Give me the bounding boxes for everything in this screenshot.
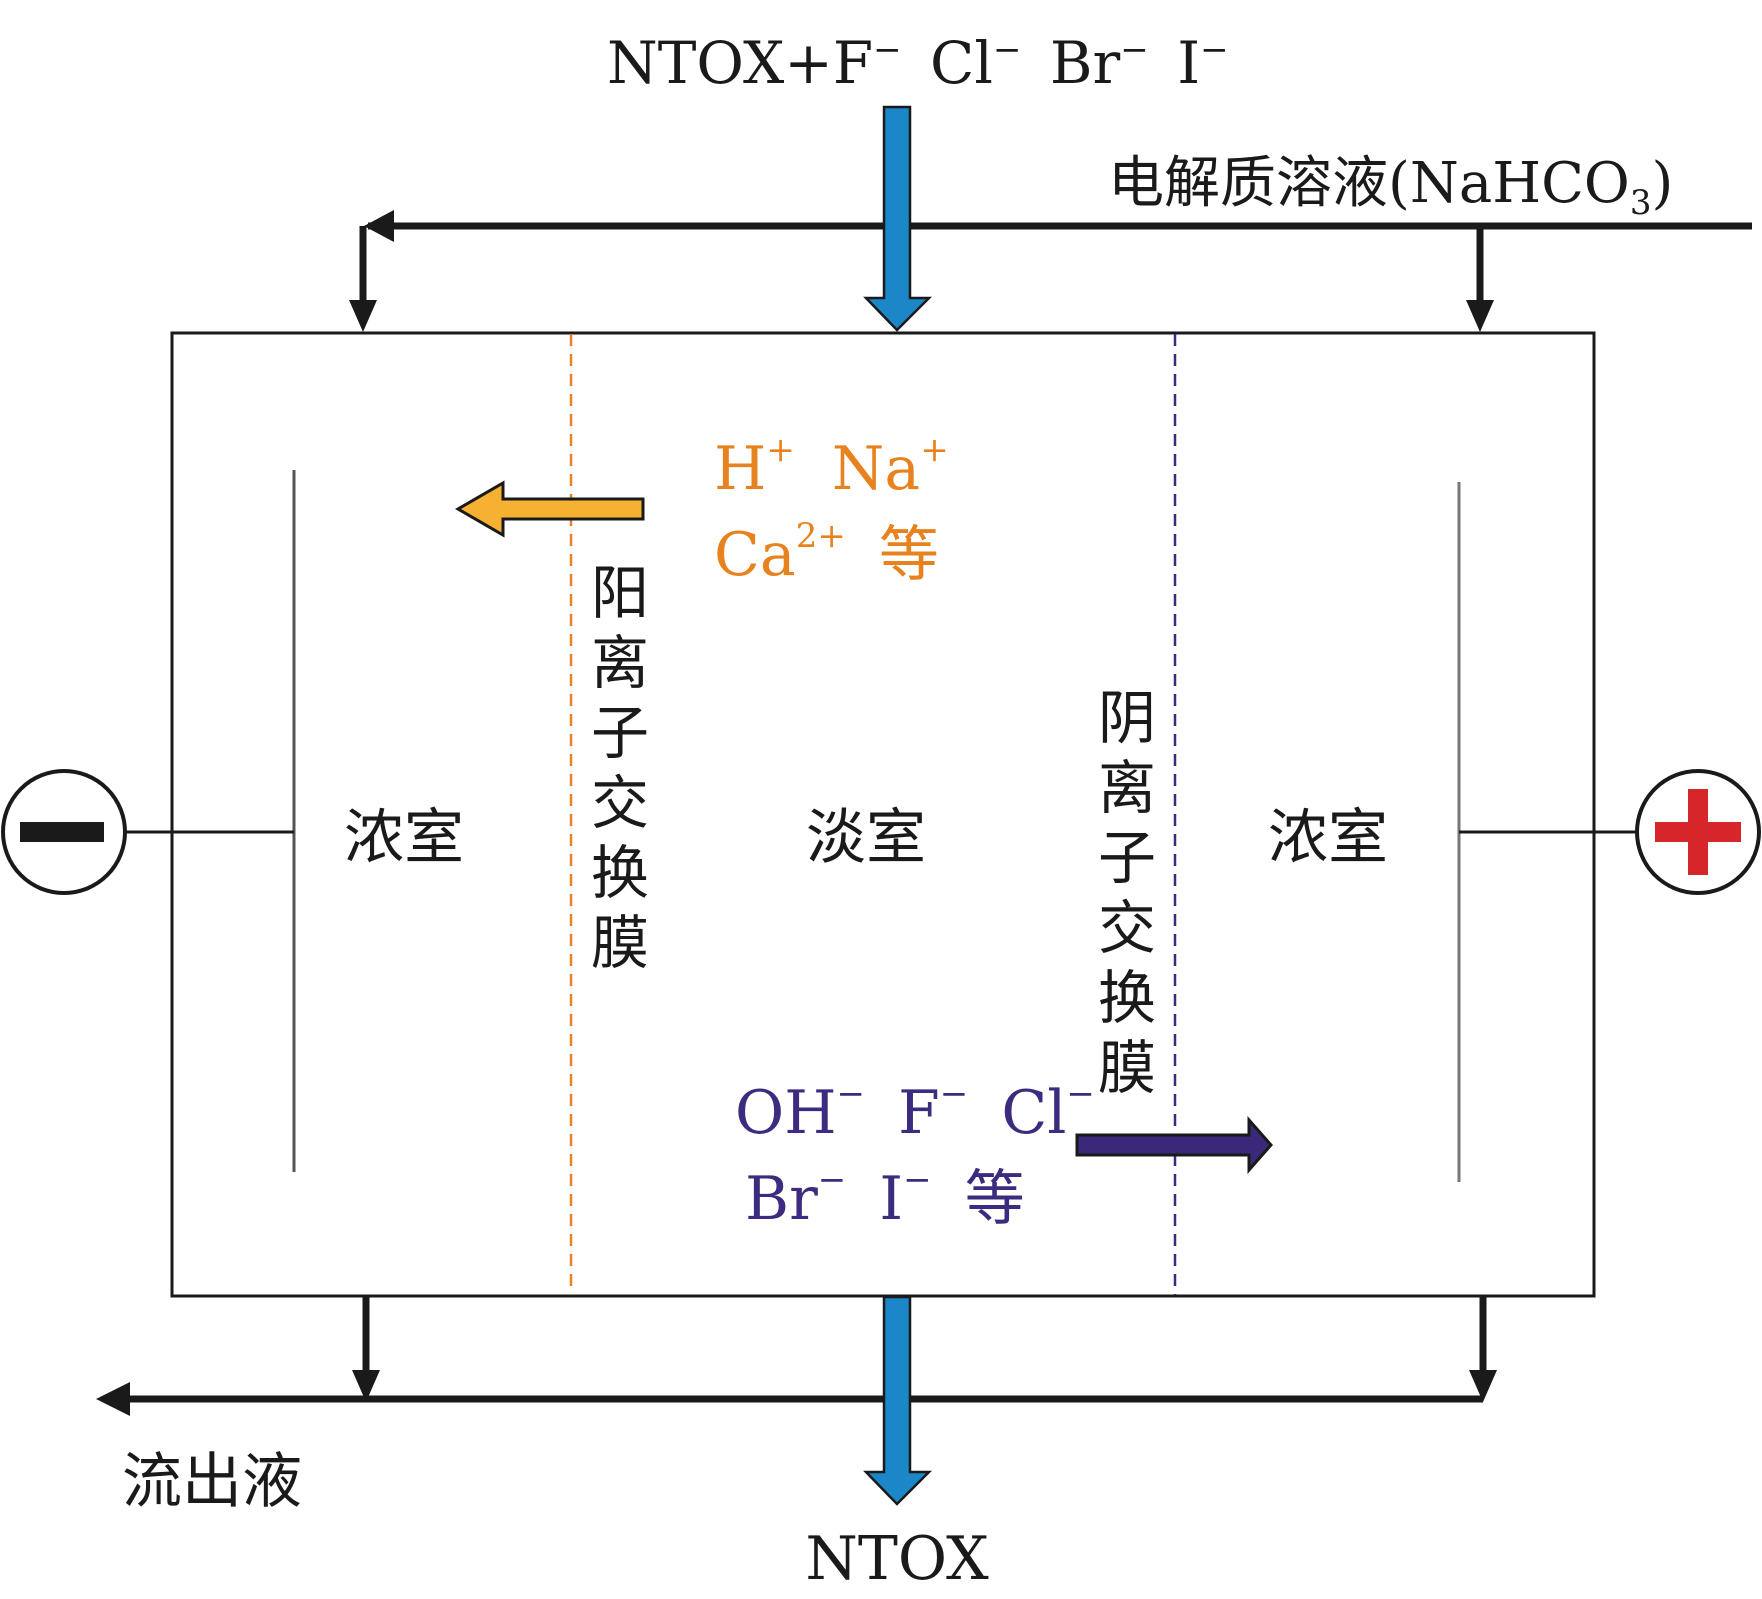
- cation-membrane-char: 交: [591, 769, 649, 837]
- anion-membrane-label: 阴 离 子 交 换 膜: [1098, 684, 1156, 1102]
- effluent-flow-arrowhead: [96, 1382, 130, 1416]
- electrolyte-flow-arrowhead: [364, 210, 394, 242]
- product-label: NTOX: [805, 1524, 989, 1594]
- positive-electrode-icon: [1635, 769, 1761, 895]
- anion-membrane-char: 交: [1098, 894, 1156, 962]
- anion-membrane-char: 换: [1098, 964, 1156, 1032]
- negative-electrode-icon: [1, 769, 127, 895]
- anion-membrane-char: 子: [1098, 824, 1156, 892]
- feed-label: NTOX+F− Cl− Br− I−: [607, 7, 1229, 97]
- cation-membrane-char: 离: [591, 629, 649, 697]
- cation-membrane-char: 换: [591, 839, 649, 907]
- product-outlet-arrow: [863, 1295, 933, 1506]
- right-chamber-inlet-arrowhead: [1466, 300, 1494, 332]
- cation-migration-arrow: [455, 480, 645, 538]
- cation-membrane-label: 阳 离 子 交 换 膜: [591, 559, 649, 977]
- feed-inlet-arrow: [863, 105, 933, 332]
- anion-membrane-char: 膜: [1098, 1034, 1156, 1102]
- left-concentrate-chamber-label: 浓室: [344, 803, 464, 873]
- left-chamber-inlet-arrowhead: [349, 300, 377, 332]
- cation-membrane-char: 子: [591, 699, 649, 767]
- anion-membrane-char: 阴: [1098, 684, 1156, 752]
- anion-list-line2: Br− I− 等: [745, 1136, 1025, 1234]
- cation-membrane-char: 阳: [591, 559, 649, 627]
- effluent-outlet-pipe: [128, 1297, 1487, 1403]
- left-outlet-arrowhead: [352, 1370, 380, 1402]
- anion-membrane-char: 离: [1098, 754, 1156, 822]
- right-outlet-arrowhead: [1469, 1370, 1497, 1402]
- electrolyte-label: 电解质溶液(NaHCO3): [1108, 151, 1673, 223]
- anion-list-line1: OH− F− Cl−: [735, 1050, 1095, 1148]
- electrolyte-inlet-pipe: [359, 222, 1752, 305]
- dilute-chamber-label: 淡室: [806, 803, 926, 873]
- cation-list-line2: Ca2+ 等: [714, 492, 939, 590]
- effluent-label: 流出液: [122, 1447, 302, 1517]
- anion-migration-arrow: [1075, 1116, 1273, 1174]
- cation-list-line1: H+ Na+: [714, 406, 949, 504]
- cation-membrane-char: 膜: [591, 909, 649, 977]
- right-concentrate-chamber-label: 浓室: [1268, 803, 1388, 873]
